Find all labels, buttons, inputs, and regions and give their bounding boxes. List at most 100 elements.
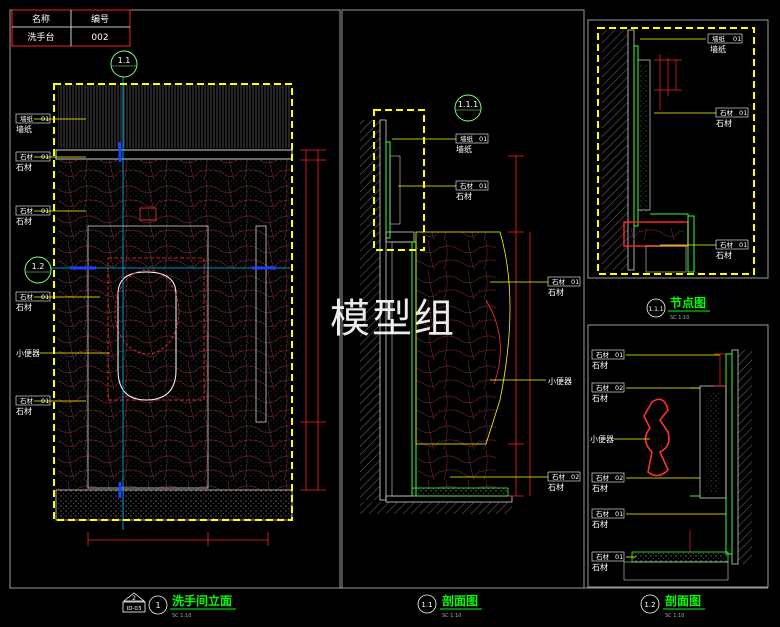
svg-text:墙纸: 墙纸 — [456, 144, 472, 154]
svg-text:石材: 石材 — [592, 562, 608, 572]
tag-urinal: 小便器 — [548, 376, 572, 386]
section-1-title: 剖面图 — [442, 593, 478, 608]
detail-tags: 墙纸 01 墙纸 石材 01 石材 石材 01 石材 — [707, 33, 749, 260]
svg-text:石材: 石材 — [548, 287, 564, 297]
svg-text:石材: 石材 — [596, 350, 610, 359]
tag-stone: 石材 01 石材 — [15, 291, 51, 312]
elevation-caption: 2 ID-03 1 洗手间立面 SC 1:10 — [122, 592, 236, 619]
svg-text:石材: 石材 — [16, 302, 32, 312]
elevation-marker-side: 1.2 — [32, 262, 45, 271]
svg-text:石材: 石材 — [16, 406, 32, 416]
svg-text:1: 1 — [155, 601, 160, 610]
svg-text:01: 01 — [571, 278, 579, 286]
svg-text:02: 02 — [571, 473, 579, 481]
svg-text:01: 01 — [739, 241, 747, 249]
svg-text:石材: 石材 — [596, 473, 610, 482]
tag-stone: 石材 01 石材 — [591, 508, 625, 529]
svg-text:2: 2 — [132, 595, 136, 602]
tag-stone: 石材 01 石材 — [591, 551, 625, 572]
table-header-code: 编号 — [91, 13, 109, 25]
svg-text:石材: 石材 — [552, 277, 566, 286]
frame-section-2 — [587, 324, 769, 588]
svg-text:石材: 石材 — [548, 482, 564, 492]
svg-text:墙纸: 墙纸 — [20, 114, 34, 123]
svg-text:石材: 石材 — [596, 383, 610, 392]
svg-text:01: 01 — [615, 351, 623, 359]
tag-wallpaper: 墙纸 01 墙纸 — [15, 113, 51, 134]
svg-text:SC 1:10: SC 1:10 — [442, 613, 461, 619]
svg-text:石材: 石材 — [720, 240, 734, 249]
svg-text:01: 01 — [739, 109, 747, 117]
tag-stone: 石材 02 石材 — [547, 471, 581, 492]
svg-text:01: 01 — [41, 397, 49, 405]
svg-text:墙纸: 墙纸 — [460, 134, 474, 143]
svg-text:ID-03: ID-03 — [127, 606, 142, 612]
section-2-caption: 1.2 剖面图 SC 1:10 — [640, 593, 705, 619]
svg-text:石材: 石材 — [20, 292, 34, 301]
svg-text:SC 1:10: SC 1:10 — [172, 613, 191, 619]
svg-text:石材: 石材 — [552, 472, 566, 481]
section-1-tags: 墙纸 01 墙纸 石材 01 石材 石材 01 石材 小便器 石材 02 石材 — [455, 133, 581, 492]
svg-text:石材: 石材 — [20, 152, 34, 161]
tag-stone: 石材 01 石材 — [15, 205, 51, 226]
tag-stone: 石材 01 石材 — [547, 276, 581, 297]
svg-text:1.1.1: 1.1.1 — [648, 306, 663, 313]
elevation-view: 1.1 1.2 — [24, 50, 326, 546]
svg-text:01: 01 — [733, 35, 741, 43]
tag-stone: 石材 02 石材 — [591, 472, 625, 493]
panel-frames — [9, 9, 769, 589]
table-cell-code: 002 — [91, 33, 108, 43]
tag-stone: 石材 01 石材 — [715, 107, 749, 128]
svg-text:SC 1:10: SC 1:10 — [665, 613, 684, 619]
tag-stone: 石材 02 石材 — [591, 382, 625, 403]
tag-stone: 石材 01 石材 — [591, 349, 625, 370]
svg-text:石材: 石材 — [596, 509, 610, 518]
svg-text:墙纸: 墙纸 — [712, 34, 726, 43]
svg-text:01: 01 — [41, 153, 49, 161]
tag-wallpaper: 墙纸 01 墙纸 — [707, 33, 743, 54]
svg-text:石材: 石材 — [592, 360, 608, 370]
svg-text:01: 01 — [615, 553, 623, 561]
svg-text:墙纸: 墙纸 — [16, 124, 32, 134]
frame-detail — [587, 19, 769, 279]
tag-wallpaper: 墙纸 01 墙纸 — [455, 133, 489, 154]
elevation-marker-top: 1.1 — [118, 56, 131, 65]
tag-urinal: 小便器 — [16, 348, 40, 358]
tag-stone: 石材 01 石材 — [15, 395, 51, 416]
svg-text:01: 01 — [479, 135, 487, 143]
svg-text:01: 01 — [41, 207, 49, 215]
svg-text:石材: 石材 — [592, 519, 608, 529]
section-1-view: 1.1.1 — [360, 94, 531, 514]
svg-text:石材: 石材 — [16, 216, 32, 226]
tag-stone: 石材 01 石材 — [715, 239, 749, 260]
detail-title: 节点图 — [670, 295, 706, 310]
section-1-marker: 1.1.1 — [458, 100, 478, 109]
section-1-caption: 1.1 剖面图 SC 1:10 — [417, 593, 482, 619]
title-table: 名称 编号 洗手台 002 — [11, 9, 131, 47]
svg-text:石材: 石材 — [20, 206, 34, 215]
section-2-title: 剖面图 — [665, 593, 701, 608]
svg-text:石材: 石材 — [716, 250, 732, 260]
tag-stone: 石材 01 石材 — [15, 151, 51, 172]
svg-text:石材: 石材 — [20, 396, 34, 405]
svg-text:02: 02 — [615, 384, 623, 392]
table-header-name: 名称 — [32, 13, 50, 25]
svg-text:石材: 石材 — [16, 162, 32, 172]
svg-text:01: 01 — [41, 293, 49, 301]
detail-caption: 1.1.1 节点图 SC 1:10 — [646, 295, 710, 321]
svg-text:石材: 石材 — [460, 181, 474, 190]
table-cell-name: 洗手台 — [27, 31, 54, 43]
svg-text:01: 01 — [615, 510, 623, 518]
svg-text:01: 01 — [41, 115, 49, 123]
svg-text:01: 01 — [479, 182, 487, 190]
svg-text:1.2: 1.2 — [644, 601, 655, 609]
svg-text:墙纸: 墙纸 — [710, 44, 726, 54]
svg-text:石材: 石材 — [720, 108, 734, 117]
svg-text:石材: 石材 — [716, 118, 732, 128]
svg-text:石材: 石材 — [592, 393, 608, 403]
elevation-tags: 墙纸 01 墙纸 石材 01 石材 石材 01 石材 石材 01 石材 小便器 … — [15, 113, 51, 416]
svg-text:02: 02 — [615, 474, 623, 482]
detail-view — [597, 27, 755, 275]
section-2-tags: 石材 01 石材 石材 02 石材 小便器 石材 02 石材 石材 01 石材 … — [590, 349, 625, 572]
